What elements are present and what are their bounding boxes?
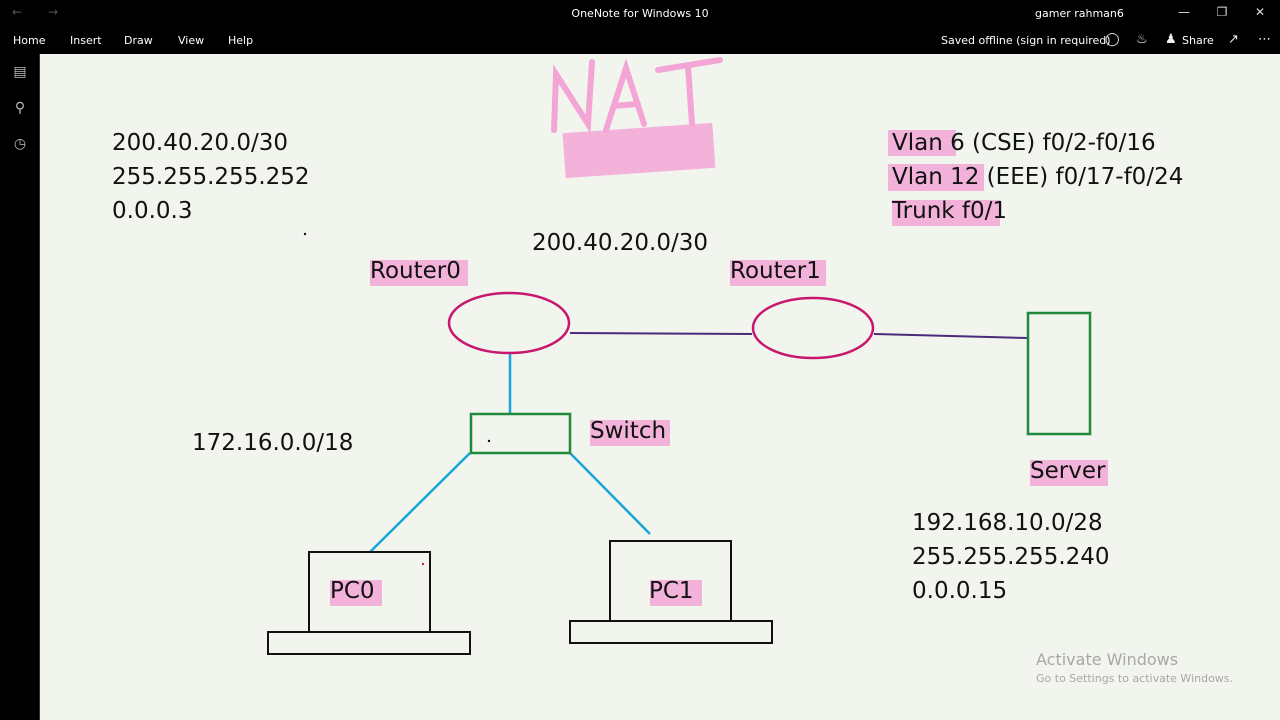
user-name[interactable]: gamer rahman6 [1035, 7, 1124, 20]
link-network-label[interactable]: 200.40.20.0/30 [532, 230, 709, 256]
ink-dot [303, 232, 307, 236]
search-icon[interactable]: ⚲ [14, 100, 26, 116]
back-arrow-icon[interactable]: ← [12, 5, 23, 19]
trunk-highlight [892, 200, 1000, 226]
switch-label[interactable]: Switch [590, 418, 667, 444]
router0-shape [447, 291, 571, 355]
notebooks-icon[interactable]: ▤ [13, 64, 27, 80]
window-title: OneNote for Windows 10 [571, 7, 709, 20]
share-icon[interactable]: ♟ [1165, 32, 1177, 47]
ribbon: Home Insert Draw View Help Saved offline… [0, 28, 1280, 54]
vlan12-line[interactable]: Vlan 12 (EEE) f0/17-f0/24 [892, 164, 1184, 190]
server-label[interactable]: Server [1030, 458, 1106, 484]
ink-dot [487, 439, 491, 443]
ink-dot [421, 562, 425, 566]
tab-insert[interactable]: Insert [70, 34, 102, 47]
server-highlight [1030, 460, 1108, 486]
network-diagram [267, 57, 1092, 655]
sync-status[interactable]: Saved offline (sign in required) [941, 34, 1111, 47]
trunk-line[interactable]: Trunk f0/1 [892, 198, 1008, 224]
wan-wildcard[interactable]: 0.0.0.3 [112, 198, 193, 224]
tab-home[interactable]: Home [13, 34, 46, 47]
note-canvas[interactable]: 200.40.20.0/30 255.255.255.252 0.0.0.3 V… [40, 54, 1280, 720]
restore-icon[interactable]: ❐ [1216, 5, 1228, 19]
bell-icon[interactable]: ♨ [1136, 32, 1148, 47]
expand-icon[interactable]: ↗ [1228, 32, 1239, 47]
wan-mask[interactable]: 255.255.255.252 [112, 164, 310, 190]
switch-highlight [590, 420, 670, 446]
switch-shape [469, 412, 572, 455]
forward-arrow-icon[interactable]: → [48, 5, 59, 19]
vlan6-highlight [888, 130, 956, 156]
tab-help[interactable]: Help [228, 34, 254, 47]
minimize-icon[interactable]: — [1178, 5, 1190, 19]
pc1-base [569, 620, 773, 644]
close-icon[interactable]: ✕ [1254, 5, 1266, 19]
pc1-label[interactable]: PC1 [649, 578, 694, 604]
title-bar: ← → OneNote for Windows 10 gamer rahman6… [0, 0, 1280, 28]
pc1-highlight [650, 580, 702, 606]
more-icon[interactable]: ⋯ [1258, 32, 1271, 47]
server-link [873, 333, 1029, 339]
switch-pc1-link [569, 452, 651, 535]
vlan6-line[interactable]: Vlan 6 (CSE) f0/2-f0/16 [892, 130, 1156, 156]
tab-draw[interactable]: Draw [124, 34, 153, 47]
sidebar: ▤ ⚲ ◷ [0, 54, 40, 720]
recent-icon[interactable]: ◷ [13, 136, 27, 152]
activation-watermark-title: Activate Windows [1036, 650, 1179, 669]
share-button[interactable]: Share [1182, 34, 1214, 47]
lan-network-label[interactable]: 172.16.0.0/18 [192, 430, 354, 456]
tab-view[interactable]: View [178, 34, 205, 47]
pc0-label[interactable]: PC0 [330, 578, 375, 604]
router1-highlight [730, 260, 826, 286]
switch-pc0-link [369, 452, 471, 553]
lightbulb-icon[interactable]: ◯ [1105, 32, 1120, 47]
server-shape [1026, 311, 1092, 436]
pc0-base [267, 631, 471, 655]
router0-highlight [370, 260, 468, 286]
vlan12-highlight [888, 164, 984, 191]
pc0-highlight [330, 580, 382, 606]
server-network[interactable]: 192.168.10.0/28 [912, 510, 1103, 536]
heading-ink [551, 57, 723, 134]
server-wildcard[interactable]: 0.0.0.15 [912, 578, 1008, 604]
router0-label[interactable]: Router0 [370, 258, 461, 284]
router1-label[interactable]: Router1 [730, 258, 821, 284]
router-link [569, 332, 753, 335]
router1-shape [751, 296, 875, 360]
wan-network[interactable]: 200.40.20.0/30 [112, 130, 289, 156]
activation-watermark-subtitle: Go to Settings to activate Windows. [1036, 672, 1234, 685]
server-mask[interactable]: 255.255.255.240 [912, 544, 1110, 570]
